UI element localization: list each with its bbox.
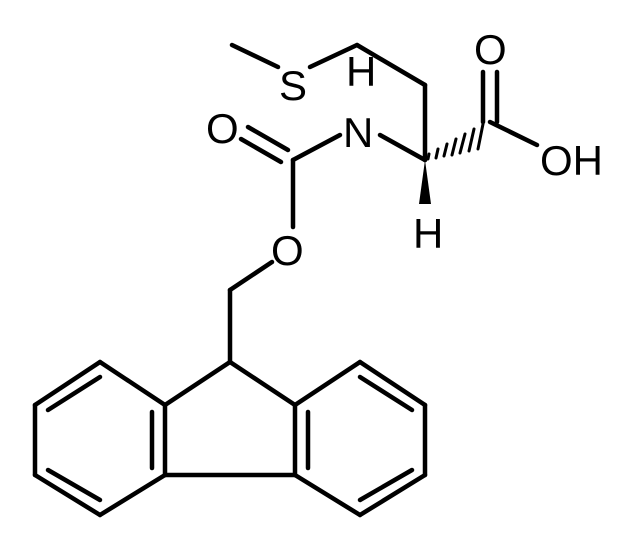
- fluorene-right-ring: [292, 359, 428, 518]
- acid-hydroxyl-label: OH: [540, 137, 603, 184]
- nh-nitrogen-label: N: [343, 109, 373, 156]
- carbamate-carbonyl-oxygen-label: O: [206, 105, 239, 152]
- bond-o-ch2: [227, 259, 275, 293]
- bond-carboxyl-c-oh: [487, 119, 540, 148]
- atom-labels: S H N O OH H O O: [206, 26, 603, 274]
- carbamate-ester-oxygen-label: O: [271, 227, 304, 274]
- carboxyl-bonds: [480, 69, 540, 148]
- bond-carbamate-c-o-double-a: [245, 124, 291, 153]
- hashed-wedge-bond: [426, 122, 485, 161]
- side-chain-bonds: [229, 42, 428, 163]
- sulfur-label: S: [279, 62, 307, 109]
- solid-wedge-bond: [419, 160, 431, 204]
- fluorene-five-ring: [162, 359, 298, 478]
- acid-oxygen-label: O: [474, 26, 507, 73]
- bond-s-ch2: [307, 42, 360, 70]
- bond-alpha-n: [377, 132, 428, 163]
- fluorene-left-ring: [32, 359, 168, 518]
- stereo-hydrogen-label: H: [413, 210, 443, 257]
- nh-hydrogen-label: H: [346, 48, 376, 95]
- bond-carbamate-c-o-double-b: [238, 136, 284, 165]
- carbamate-bonds: [227, 124, 343, 365]
- bond-ch2-ch2: [354, 42, 428, 88]
- bond-n-carbamate-c: [290, 132, 343, 163]
- bond-methyl-s: [229, 42, 281, 70]
